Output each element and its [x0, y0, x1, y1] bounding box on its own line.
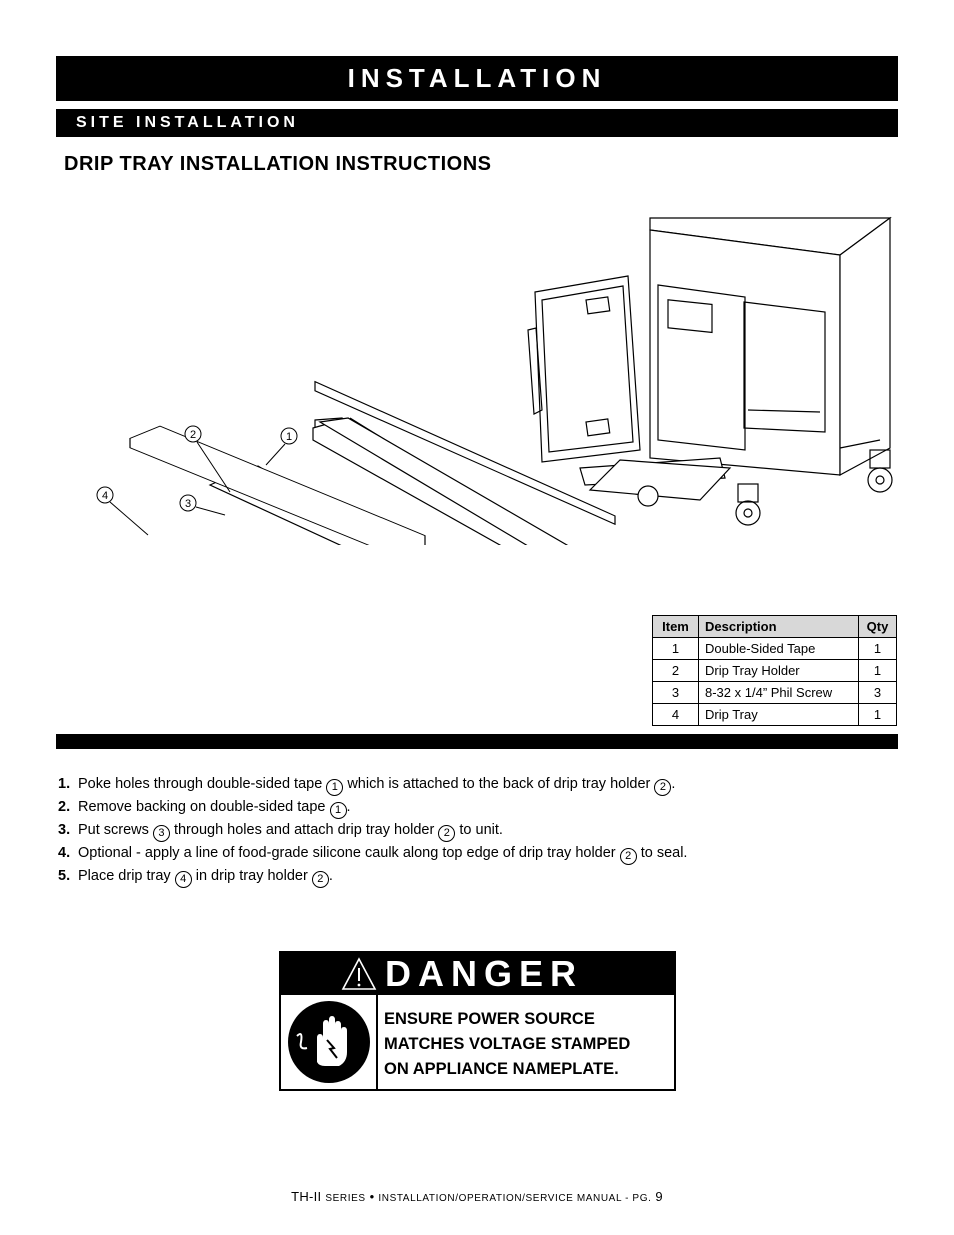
qty-cell: 1	[858, 703, 897, 726]
drip-tray-exploded-diagram: 1 2 3 4	[80, 200, 900, 545]
description-cell: Drip Tray Holder	[698, 659, 859, 682]
part-reference-circle: 4	[174, 871, 192, 888]
callout-1-label: 1	[286, 431, 292, 443]
part-reference-circle: 1	[326, 779, 344, 796]
footer-manual: installation/operation/service manual - …	[378, 1193, 652, 1204]
header-description: Description	[698, 615, 859, 638]
section-title-bar: INSTALLATION	[56, 56, 898, 101]
subsection-title-bar: SITE INSTALLATION	[56, 109, 898, 137]
step-text: .	[671, 776, 676, 792]
step-text: Remove backing on double-sided tape	[78, 799, 330, 815]
electrical-hazard-hand-icon	[287, 1001, 370, 1083]
callout-2-label: 2	[190, 429, 196, 441]
drip-tray-drawing	[129, 425, 426, 545]
back-rail-drawing	[312, 417, 569, 545]
part-reference-circle: 2	[438, 825, 456, 842]
description-cell: 8-32 x 1/4” Phil Screw	[698, 681, 859, 704]
step-text: to seal.	[636, 845, 688, 861]
page-footer: TH-II series • installation/operation/se…	[0, 1189, 954, 1204]
step-number: 1.	[58, 776, 71, 792]
footer-bullet: •	[369, 1189, 375, 1204]
header-item: Item	[652, 615, 699, 638]
step-text: which is attached to the back of drip tr…	[343, 776, 655, 792]
step-text: Place drip tray	[78, 868, 175, 884]
step-number: 4.	[58, 845, 71, 861]
section-divider-bar	[56, 734, 898, 749]
danger-message-line: MATCHES VOLTAGE STAMPED	[384, 1035, 631, 1053]
part-reference-circle: 3	[152, 825, 170, 842]
table-header-row: Item Description Qty	[652, 615, 897, 638]
callout-3-label: 3	[185, 498, 191, 510]
instruction-step: 4. Optional - apply a line of food-grade …	[58, 842, 898, 865]
danger-message: ENSURE POWER SOURCE MATCHES VOLTAGE STAM…	[384, 1007, 669, 1082]
instruction-step: 3. Put screws 3 through holes and attach …	[58, 819, 898, 842]
table-row: 2 Drip Tray Holder 1	[652, 659, 897, 682]
danger-header: DANGER	[281, 953, 674, 995]
footer-series: series	[325, 1193, 366, 1204]
step-number: 2.	[58, 799, 71, 815]
step-text: Poke holes through double-sided tape	[78, 776, 327, 792]
callout-4-label: 4	[102, 490, 108, 502]
step-text: through holes and attach drip tray holde…	[169, 822, 439, 838]
step-text: in drip tray holder	[191, 868, 312, 884]
cabinet-unit-drawing	[527, 216, 893, 526]
item-cell: 2	[652, 659, 699, 682]
part-reference-circle: 2	[311, 871, 329, 888]
step-number: 5.	[58, 868, 71, 884]
instruction-step: 2. Remove backing on double-sided tape 1.	[58, 796, 898, 819]
danger-title: DANGER	[385, 953, 584, 994]
danger-message-line: ON APPLIANCE NAMEPLATE.	[384, 1060, 619, 1078]
qty-cell: 3	[858, 681, 897, 704]
step-text: Optional - apply a line of food-grade si…	[78, 845, 620, 861]
description-cell: Double-Sided Tape	[698, 637, 859, 660]
table-row: 1 Double-Sided Tape 1	[652, 637, 897, 660]
step-text: Put screws	[78, 822, 153, 838]
step-text: to unit.	[455, 822, 503, 838]
instruction-step: 1. Poke holes through double-sided tape 1…	[58, 773, 898, 796]
table-row: 4 Drip Tray 1	[652, 703, 897, 726]
danger-notice: DANGER ENSURE POWER SOURCE MATCHES VOLTA…	[279, 951, 676, 1091]
subsection-title: SITE INSTALLATION	[76, 114, 299, 131]
instruction-steps: 1. Poke holes through double-sided tape 1…	[58, 773, 898, 888]
description-cell: Drip Tray	[698, 703, 859, 726]
step-text: .	[346, 799, 351, 815]
part-reference-circle: 2	[619, 848, 637, 865]
danger-message-line: ENSURE POWER SOURCE	[384, 1010, 595, 1028]
page-heading: DRIP TRAY INSTALLATION INSTRUCTIONS	[64, 153, 492, 175]
qty-cell: 1	[858, 637, 897, 660]
step-text: .	[328, 868, 333, 884]
header-qty: Qty	[858, 615, 897, 638]
parts-table: Item Description Qty 1 Double-Sided Tape…	[652, 615, 897, 726]
item-cell: 3	[652, 681, 699, 704]
step-number: 3.	[58, 822, 71, 838]
section-title: INSTALLATION	[347, 63, 607, 93]
warning-triangle-icon	[341, 957, 377, 990]
instruction-step: 5.Place drip tray 4 in drip tray holder …	[58, 865, 898, 888]
item-cell: 1	[652, 637, 699, 660]
part-reference-circle: 2	[654, 779, 672, 796]
footer-model: TH-II	[291, 1189, 322, 1204]
callout-leaders: 1 2 3 4	[96, 425, 298, 536]
hazard-icon-cell	[281, 995, 378, 1089]
item-cell: 4	[652, 703, 699, 726]
qty-cell: 1	[858, 659, 897, 682]
table-row: 3 8-32 x 1/4” Phil Screw 3	[652, 681, 897, 704]
part-reference-circle: 1	[329, 802, 347, 819]
footer-page-number: 9	[655, 1189, 663, 1204]
